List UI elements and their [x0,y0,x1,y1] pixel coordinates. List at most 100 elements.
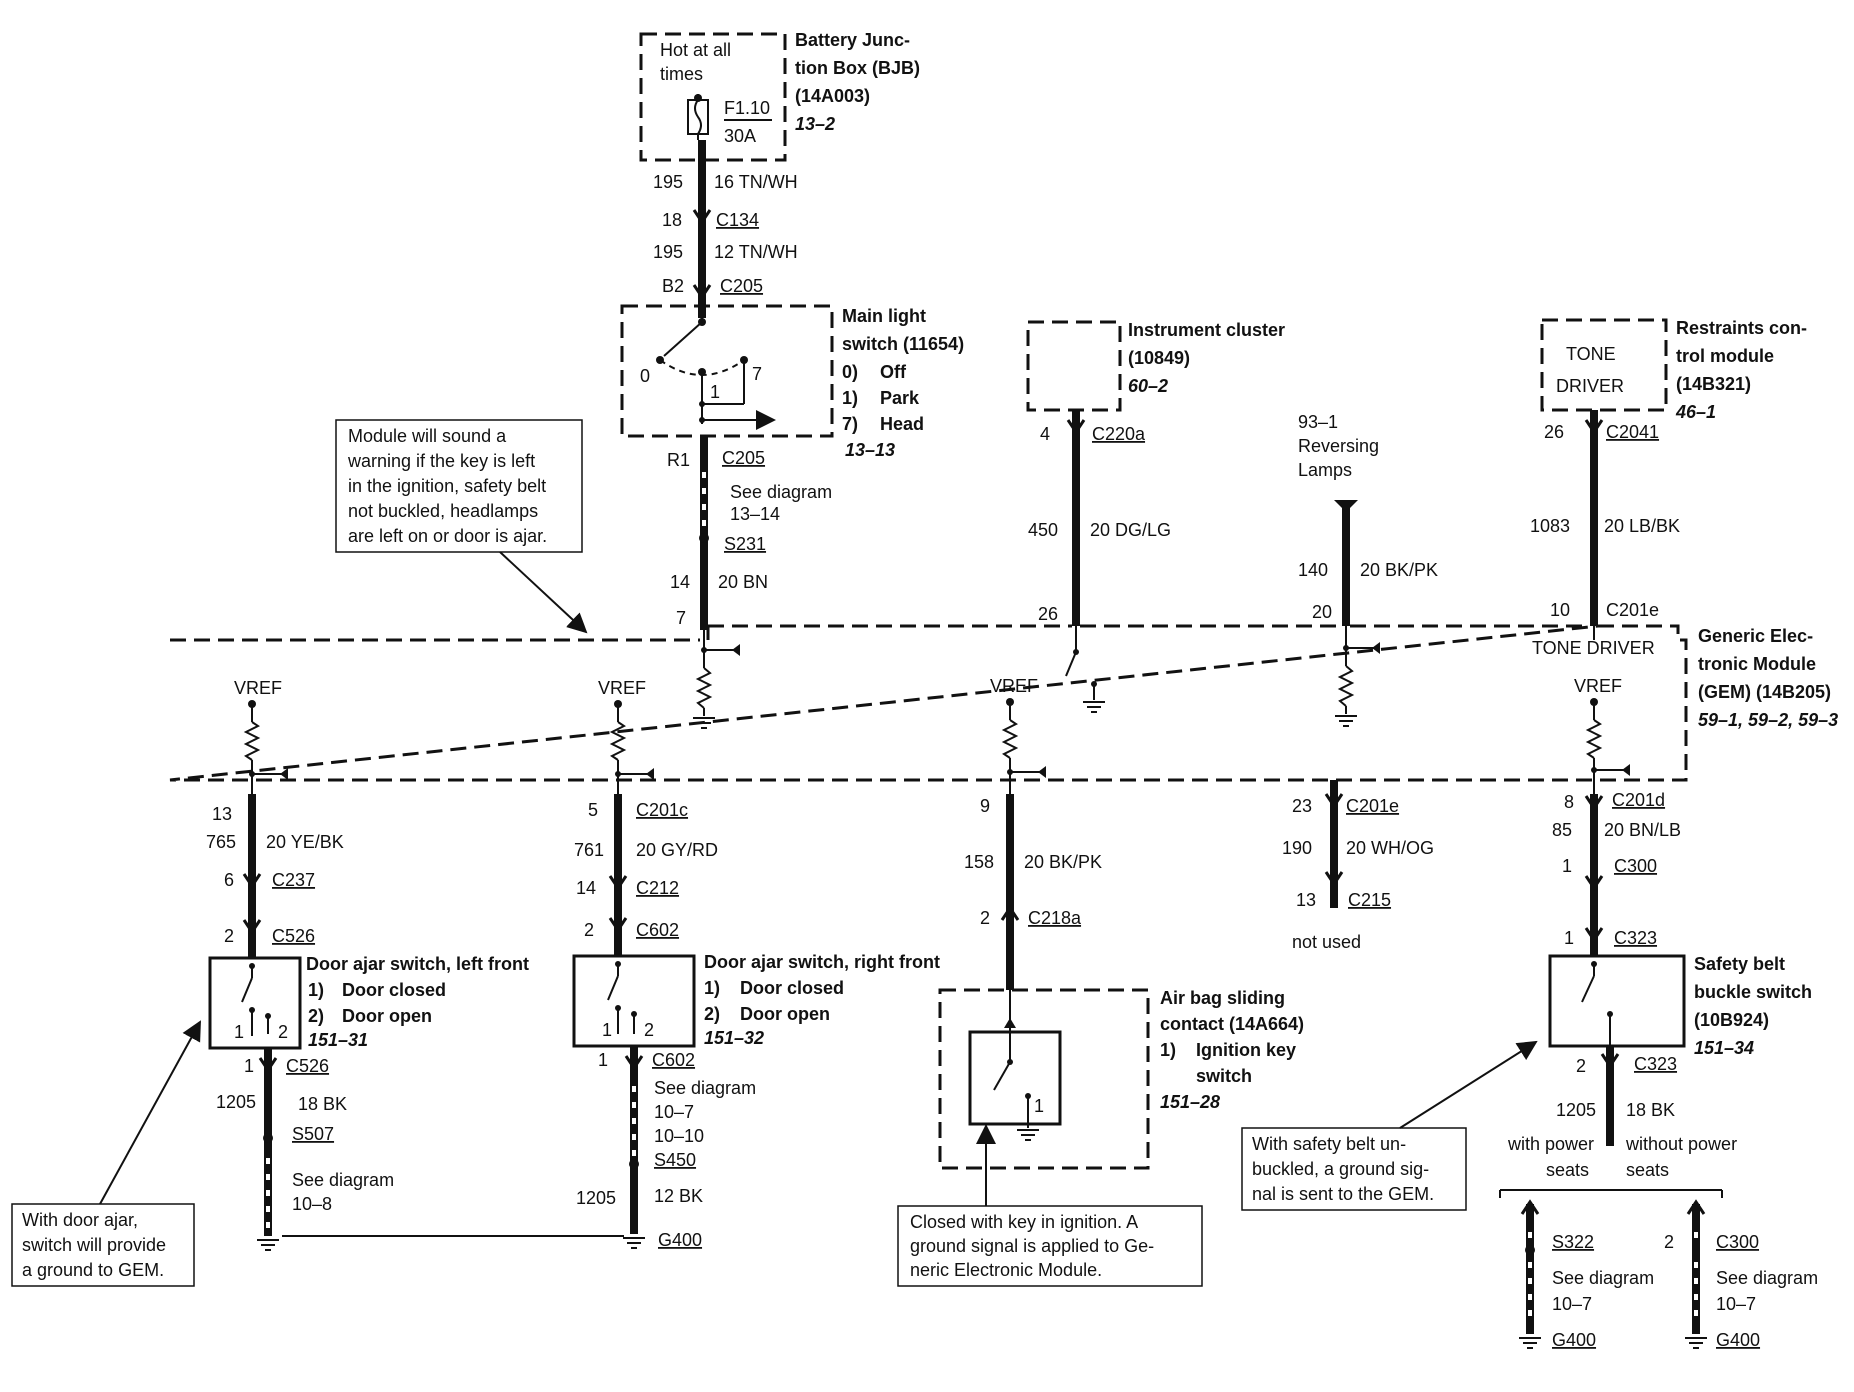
bjb-title-line2: tion Box (BJB) [795,58,920,78]
pin-14: 14 [670,572,690,592]
rcm-ref: 46–1 [1675,402,1716,422]
wire-18-bk-b: 18 BK [1626,1100,1675,1120]
connector-c237: C237 [272,870,315,890]
see-diagram-10-8-line2: 10–8 [292,1194,332,1214]
wire-12-bk: 12 BK [654,1186,703,1206]
safety-belt-buckle-switch: Safety belt buckle switch (10B924) 151–3… [1548,954,1812,1058]
warning-note-line4: not buckled, headlamps [348,501,538,521]
circuit-140: 140 [1298,560,1328,580]
pin-7: 7 [676,608,686,628]
gem-title-line3: (GEM) (14B205) [1698,682,1831,702]
wire-20-whog: 20 WH/OG [1346,838,1434,858]
restraints-control-module: TONE DRIVER Restraints con- trol module … [1530,318,1807,626]
not-used-label: not used [1292,932,1361,952]
circuit-85: 85 [1552,820,1572,840]
abs-pos-1-text: Ignition key [1196,1040,1296,1060]
warning-note: Module will sound a warning if the key i… [335,419,588,634]
door-ajar-switch-left-front: 1 2 Door ajar switch, left front 1) Door… [208,954,529,1050]
wire-18-bk-a: 18 BK [298,1094,347,1114]
dlf-pos-2-num: 2) [308,1006,324,1026]
dlf-ref: 151–31 [308,1030,368,1050]
door-ajar-switch-right-front: 1 2 Door ajar switch, right front 1) Doo… [572,952,940,1048]
connector-c526-a: C526 [272,926,315,946]
bjb-title-line1: Battery Junc- [795,30,910,50]
dlf-pos-1-num: 1) [308,980,324,1000]
fuse-id: F1.10 [724,98,770,118]
see-diagram-10-7-line2: 10–7 [654,1102,694,1122]
sbb-title-line2: buckle switch [1694,982,1812,1002]
pin-r1: R1 [667,450,690,470]
warning-note-line3: in the ignition, safety belt [348,476,546,496]
circuit-450: 450 [1028,520,1058,540]
see-diagram-10-7-line3: 10–10 [654,1126,704,1146]
abs-pos-1-num: 1) [1160,1040,1176,1060]
connector-c212: C212 [636,878,679,898]
ign-note-line2: ground signal is applied to Ge- [910,1236,1154,1256]
wire-bjb-to-main-light-switch: 195 16 TN/WH 18 C134 195 12 TN/WH B2 C20… [653,140,798,318]
wire-16-tnwh: 16 TN/WH [714,172,798,192]
pin-b2: B2 [662,276,684,296]
rcm-title-line3: (14B321) [1676,374,1751,394]
pin-5: 5 [588,800,598,820]
see-diagram-sbb1-line2: 10–7 [1552,1294,1592,1314]
door-note-line2: switch will provide [22,1235,166,1255]
connector-c323-b: C323 [1634,1054,1677,1074]
mls-pos-0-text: Off [880,362,907,382]
drf-pos-2-text: Door open [740,1004,830,1024]
safety-belt-circuit: 8 C201d 85 20 BN/LB 1 C300 1 C323 [1552,790,1681,956]
pin-26-rcm: 26 [1544,422,1564,442]
connector-c602-b: C602 [652,1050,695,1070]
vref-label-3: VREF [990,676,1038,696]
bjb-hot-line1: Hot at all [660,40,731,60]
gem-title-line2: tronic Module [1698,654,1816,674]
pin-23: 23 [1292,796,1312,816]
circuit-1205-a: 1205 [216,1092,256,1112]
abs-pin-1: 1 [1034,1096,1044,1116]
ground-g400-b: G400 [1552,1330,1596,1350]
vref-label-1: VREF [234,678,282,698]
ground-g400-a: G400 [658,1230,702,1250]
pin-2-c323: 2 [1576,1056,1586,1076]
door-right-ground-wire: 1 C602 See diagram 10–7 10–10 S450 1205 … [576,1046,756,1250]
door-ajar-note: With door ajar, switch will provide a gr… [11,1020,201,1287]
fuse-amps: 30A [724,126,756,146]
gem-title-line1: Generic Elec- [1698,626,1813,646]
wire-20-dglg: 20 DG/LG [1090,520,1171,540]
pin-9: 9 [980,796,990,816]
ignition-note: Closed with key in ignition. A ground si… [897,1124,1203,1287]
ign-note-line3: neric Electronic Module. [910,1260,1102,1280]
connector-c220a: C220a [1092,424,1146,444]
drf-ref: 151–32 [704,1028,764,1048]
wire-20-bkpk-a: 20 BK/PK [1360,560,1438,580]
safety-belt-note: With safety belt un- buckled, a ground s… [1241,1040,1538,1211]
pin-2-c526: 2 [224,926,234,946]
ign-note-line1: Closed with key in ignition. A [910,1212,1138,1232]
pin-26: 26 [1038,604,1058,624]
mls-pos-7-num: 7) [842,414,858,434]
circuit-1083: 1083 [1530,516,1570,536]
pin-2-c300: 2 [1664,1232,1674,1252]
connector-c300-a: C300 [1614,856,1657,876]
mls-pos-1: 1 [710,382,720,402]
door-note-line1: With door ajar, [22,1210,138,1230]
vref-ignition: VREF [990,676,1046,794]
vref-left-front: VREF [234,678,288,794]
warning-note-line5: are left on or door is ajar. [348,526,547,546]
connector-c201d: C201d [1612,790,1665,810]
mls-ref: 13–13 [845,440,895,460]
rcm-inner-line2: DRIVER [1556,376,1624,396]
pin-2-c602: 2 [584,920,594,940]
air-bag-sliding-contact: 1 Air bag sliding contact (14A664) 1) Ig… [938,988,1304,1170]
circuit-761: 761 [574,840,604,860]
pin-4: 4 [1040,424,1050,444]
bjb-ref: 13–2 [795,114,835,134]
belt-note-line3: nal is sent to the GEM. [1252,1184,1434,1204]
see-diagram-13-14-line1: See diagram [730,482,832,502]
vref-safety-belt: VREF [1574,676,1630,794]
pin-1-c300: 1 [1562,856,1572,876]
wire-20-lbbk: 20 LB/BK [1604,516,1680,536]
mls-pos-7: 7 [752,364,762,384]
wire-20-yebk: 20 YE/BK [266,832,344,852]
circuit-190: 190 [1282,838,1312,858]
